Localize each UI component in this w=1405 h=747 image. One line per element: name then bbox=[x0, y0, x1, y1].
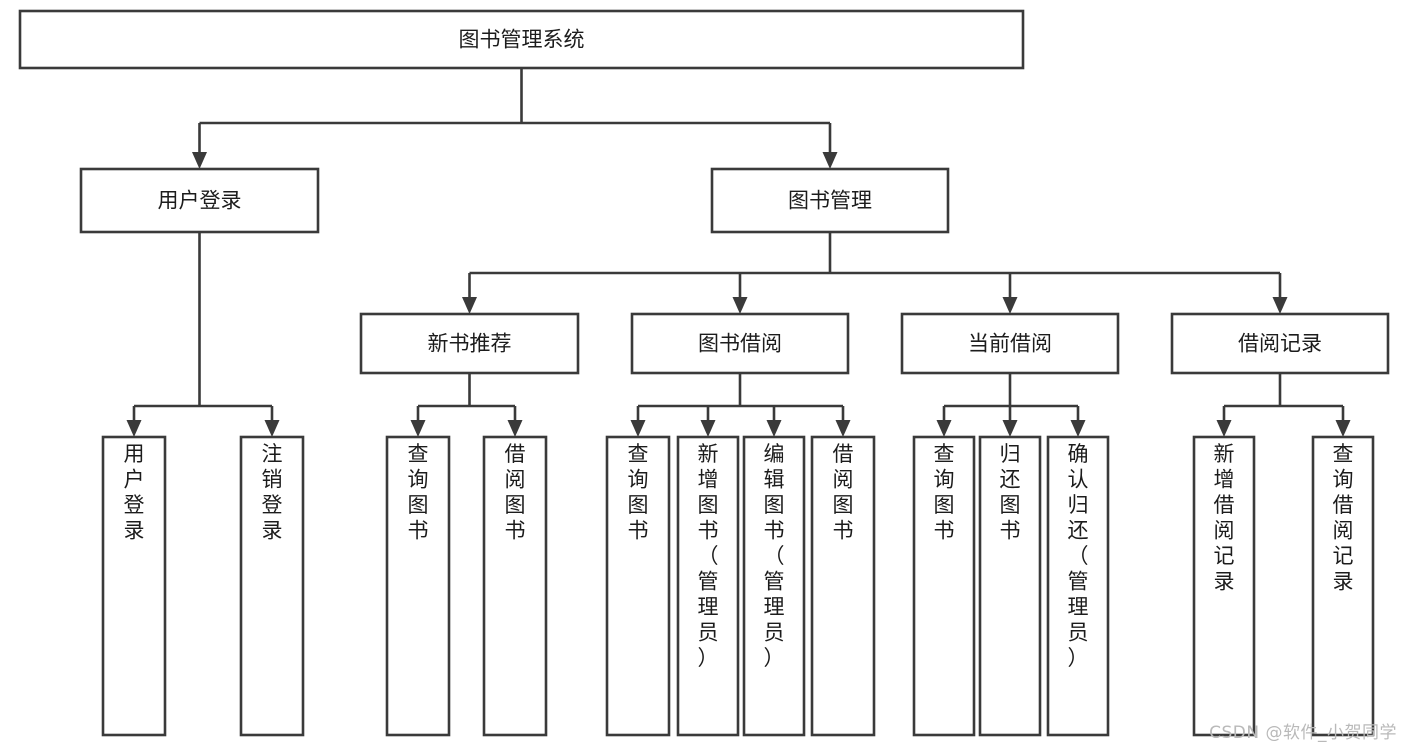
arrow-head-icon bbox=[462, 297, 477, 314]
arrow-head-icon bbox=[1002, 297, 1018, 314]
node-leaf-return-book-label: 归还图书 bbox=[1000, 442, 1021, 543]
node-leaf-query-book-2-label: 查询图书 bbox=[628, 442, 649, 543]
connector-group-root bbox=[192, 68, 838, 169]
node-current-borrow-box[interactable] bbox=[900, 312, 1120, 375]
arrow-head-icon bbox=[835, 420, 851, 437]
connector-group-borrow-record bbox=[1216, 373, 1351, 437]
arrow-head-icon bbox=[410, 420, 426, 437]
node-leaf-query-record[interactable]: 查询借阅记录 bbox=[1311, 435, 1375, 737]
arrow-head-icon bbox=[264, 420, 280, 437]
node-leaf-borrow-book-1-box[interactable] bbox=[482, 435, 548, 737]
node-leaf-query-book-1-box[interactable] bbox=[385, 435, 451, 737]
node-leaf-query-book-1[interactable]: 查询图书 bbox=[385, 435, 451, 737]
node-leaf-edit-book-label: 编辑图书（管理员） bbox=[764, 442, 785, 670]
arrow-head-icon bbox=[192, 152, 207, 169]
arrow-head-icon bbox=[1070, 420, 1086, 437]
node-leaf-return-book[interactable]: 归还图书 bbox=[978, 435, 1042, 737]
node-leaf-edit-book[interactable]: 编辑图书（管理员） bbox=[742, 435, 806, 737]
node-book-borrow-label: 图书借阅 bbox=[698, 332, 782, 356]
node-user-login-box[interactable] bbox=[79, 167, 320, 234]
node-user-login-label: 用户登录 bbox=[158, 189, 242, 213]
node-new-book-recommend[interactable]: 新书推荐 bbox=[359, 312, 580, 375]
node-leaf-add-record[interactable]: 新增借阅记录 bbox=[1192, 435, 1256, 737]
node-leaf-query-book-2[interactable]: 查询图书 bbox=[605, 435, 671, 737]
node-leaf-user-login-label: 用户登录 bbox=[124, 442, 145, 543]
connector-layer bbox=[126, 68, 1351, 437]
node-leaf-return-book-box[interactable] bbox=[978, 435, 1042, 737]
node-book-manage-box[interactable] bbox=[710, 167, 950, 234]
node-borrow-record-box[interactable] bbox=[1170, 312, 1390, 375]
connector-group-new-book bbox=[410, 373, 523, 437]
node-leaf-query-record-box[interactable] bbox=[1311, 435, 1375, 737]
node-leaf-query-book-3[interactable]: 查询图书 bbox=[912, 435, 976, 737]
node-leaf-borrow-book-2[interactable]: 借阅图书 bbox=[810, 435, 876, 737]
node-leaf-user-logout-label: 注销登录 bbox=[262, 442, 283, 543]
node-current-borrow-label: 当前借阅 bbox=[968, 332, 1052, 356]
node-leaf-add-record-label: 新增借阅记录 bbox=[1214, 442, 1235, 594]
node-book-borrow[interactable]: 图书借阅 bbox=[630, 312, 850, 375]
arrow-head-icon bbox=[1002, 420, 1018, 437]
connector-group-book-borrow bbox=[630, 373, 851, 437]
node-leaf-add-record-box[interactable] bbox=[1192, 435, 1256, 737]
node-leaf-borrow-book-1[interactable]: 借阅图书 bbox=[482, 435, 548, 737]
node-book-manage[interactable]: 图书管理 bbox=[710, 167, 950, 234]
arrow-head-icon bbox=[630, 420, 646, 437]
node-leaf-confirm-return-label: 确认归还（管理员） bbox=[1068, 442, 1089, 670]
node-root-label: 图书管理系统 bbox=[459, 28, 585, 52]
arrow-head-icon bbox=[507, 420, 523, 437]
node-book-borrow-box[interactable] bbox=[630, 312, 850, 375]
node-leaf-add-book-box[interactable] bbox=[676, 435, 740, 737]
arrow-head-icon bbox=[700, 420, 716, 437]
node-leaf-user-login[interactable]: 用户登录 bbox=[101, 435, 167, 737]
node-leaf-query-book-3-label: 查询图书 bbox=[934, 442, 955, 543]
node-current-borrow[interactable]: 当前借阅 bbox=[900, 312, 1120, 375]
arrow-head-icon bbox=[936, 420, 952, 437]
node-leaf-edit-book-box[interactable] bbox=[742, 435, 806, 737]
arrow-head-icon bbox=[1335, 420, 1351, 437]
node-root-box[interactable] bbox=[18, 9, 1025, 70]
arrow-head-icon bbox=[732, 297, 748, 314]
node-leaf-query-record-label: 查询借阅记录 bbox=[1333, 442, 1354, 594]
node-leaf-query-book-1-label: 查询图书 bbox=[408, 442, 429, 543]
node-root[interactable]: 图书管理系统 bbox=[18, 9, 1025, 70]
node-new-book-recommend-box[interactable] bbox=[359, 312, 580, 375]
connector-group-user-login bbox=[126, 232, 280, 437]
arrow-head-icon bbox=[1272, 297, 1288, 314]
node-leaf-user-logout-box[interactable] bbox=[239, 435, 305, 737]
arrow-head-icon bbox=[822, 152, 838, 169]
node-leaf-user-logout[interactable]: 注销登录 bbox=[239, 435, 305, 737]
connector-group-book-manage bbox=[462, 232, 1288, 314]
node-leaf-add-book[interactable]: 新增图书（管理员） bbox=[676, 435, 740, 737]
arrow-head-icon bbox=[1216, 420, 1232, 437]
node-leaf-borrow-book-1-label: 借阅图书 bbox=[505, 442, 526, 543]
node-borrow-record[interactable]: 借阅记录 bbox=[1170, 312, 1390, 375]
node-leaf-query-book-2-box[interactable] bbox=[605, 435, 671, 737]
node-leaf-query-book-3-box[interactable] bbox=[912, 435, 976, 737]
arrow-head-icon bbox=[126, 420, 142, 437]
node-borrow-record-label: 借阅记录 bbox=[1238, 332, 1322, 356]
node-leaf-user-login-box[interactable] bbox=[101, 435, 167, 737]
node-book-manage-label: 图书管理 bbox=[788, 189, 872, 213]
node-layer: 图书管理系统用户登录图书管理新书推荐图书借阅当前借阅借阅记录用户登录注销登录查询… bbox=[18, 9, 1390, 737]
connector-group-current-borrow bbox=[936, 373, 1086, 437]
node-leaf-borrow-book-2-label: 借阅图书 bbox=[833, 442, 854, 543]
node-user-login[interactable]: 用户登录 bbox=[79, 167, 320, 234]
node-new-book-recommend-label: 新书推荐 bbox=[428, 332, 512, 356]
node-leaf-borrow-book-2-box[interactable] bbox=[810, 435, 876, 737]
node-leaf-confirm-return-box[interactable] bbox=[1046, 435, 1110, 737]
node-leaf-confirm-return[interactable]: 确认归还（管理员） bbox=[1046, 435, 1110, 737]
arrow-head-icon bbox=[766, 420, 782, 437]
node-leaf-add-book-label: 新增图书（管理员） bbox=[698, 442, 719, 670]
